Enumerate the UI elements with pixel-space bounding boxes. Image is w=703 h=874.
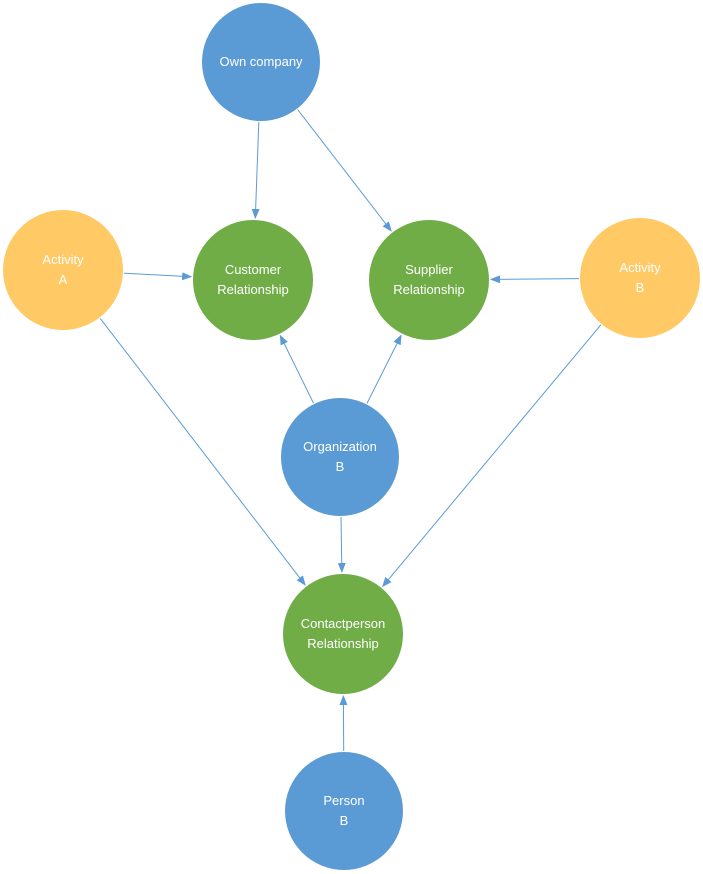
arrow-activity-b-to-contactperson-relationship: [382, 324, 602, 588]
node-label-contactperson-relationship: Contactperson Relationship: [300, 616, 386, 651]
arrow-organization-b-to-customer-relationship: [279, 334, 314, 404]
node-label-customer-relationship: Customer Relationship: [217, 262, 289, 297]
node-person-b[interactable]: Person B: [285, 752, 403, 870]
node-label-activity-b: Activity B: [619, 260, 661, 295]
arrow-organization-b-to-contactperson-relationship: [337, 516, 346, 573]
node-own-company[interactable]: Own company: [202, 3, 320, 121]
node-supplier-relationship[interactable]: Supplier Relationship: [369, 220, 489, 340]
node-organization-b[interactable]: Organization B: [281, 398, 399, 516]
arrow-activity-b-to-supplier-relationship: [490, 275, 580, 284]
node-label-activity-a: Activity A: [42, 252, 84, 287]
arrow-own-company-to-supplier-relationship: [297, 109, 392, 232]
arrow-activity-a-to-contactperson-relationship: [99, 318, 306, 586]
arrow-organization-b-to-supplier-relationship: [366, 334, 402, 404]
node-contactperson-relationship[interactable]: Contactperson Relationship: [283, 574, 403, 694]
arrow-own-company-to-customer-relationship: [251, 121, 260, 219]
node-label-own-company: Own company: [219, 54, 303, 69]
node-label-organization-b: Organization B: [303, 439, 377, 474]
arrow-activity-a-to-customer-relationship: [123, 272, 193, 281]
node-activity-a[interactable]: Activity A: [3, 210, 123, 330]
node-activity-b[interactable]: Activity B: [580, 218, 700, 338]
connector-layer: [99, 109, 602, 752]
node-label-supplier-relationship: Supplier Relationship: [393, 262, 465, 297]
node-label-person-b: Person B: [323, 793, 365, 828]
node-customer-relationship[interactable]: Customer Relationship: [193, 220, 313, 340]
